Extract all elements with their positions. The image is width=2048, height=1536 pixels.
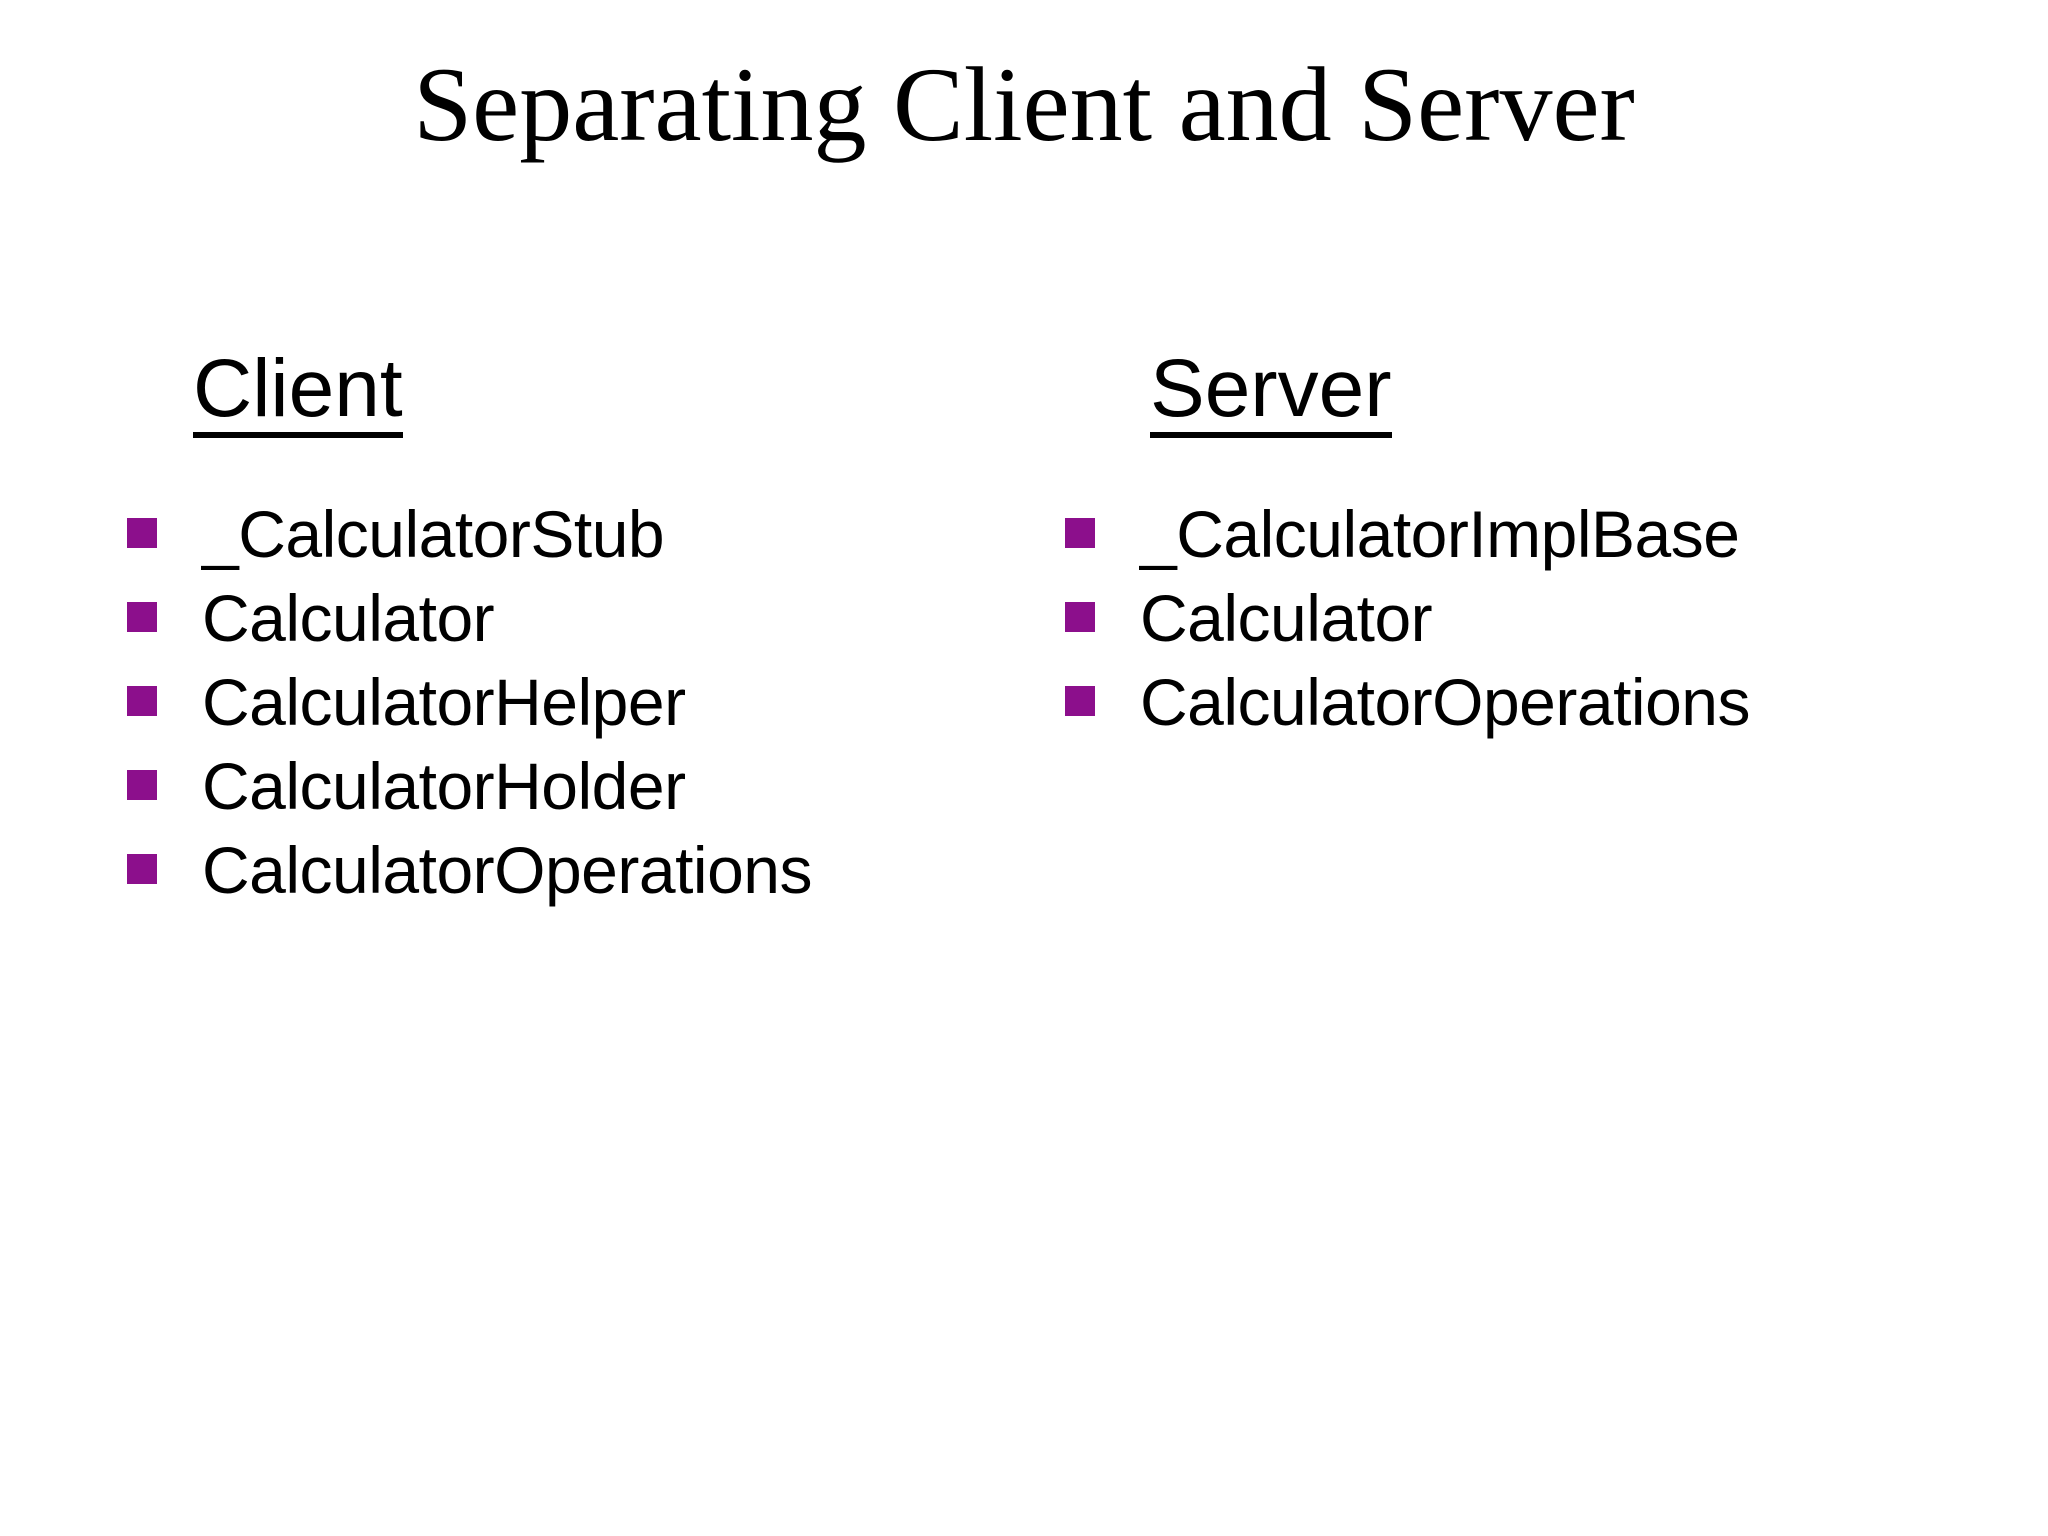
client-column-heading: Client bbox=[193, 348, 403, 438]
list-item-label: CalculatorHelper bbox=[202, 665, 686, 739]
list-item: Calculator bbox=[1065, 576, 1750, 660]
bullet-square-icon bbox=[1065, 686, 1095, 716]
bullet-square-icon bbox=[127, 602, 157, 632]
list-item: CalculatorOperations bbox=[1065, 660, 1750, 744]
server-list: _CalculatorImplBase Calculator Calculato… bbox=[1065, 492, 1750, 744]
list-item-label: _CalculatorImplBase bbox=[1140, 497, 1740, 571]
list-item: CalculatorHolder bbox=[127, 744, 812, 828]
bullet-square-icon bbox=[127, 518, 157, 548]
list-item: Calculator bbox=[127, 576, 812, 660]
client-heading-label: Client bbox=[193, 348, 403, 438]
list-item: CalculatorOperations bbox=[127, 828, 812, 912]
list-item-label: Calculator bbox=[202, 581, 495, 655]
bullet-square-icon bbox=[127, 770, 157, 800]
list-item: _CalculatorImplBase bbox=[1065, 492, 1750, 576]
server-heading-label: Server bbox=[1150, 348, 1392, 438]
list-item: _CalculatorStub bbox=[127, 492, 812, 576]
bullet-square-icon bbox=[127, 854, 157, 884]
list-item-label: _CalculatorStub bbox=[202, 497, 665, 571]
bullet-square-icon bbox=[127, 686, 157, 716]
list-item-label: CalculatorHolder bbox=[202, 749, 686, 823]
list-item-label: CalculatorOperations bbox=[1140, 665, 1750, 739]
list-item-label: Calculator bbox=[1140, 581, 1433, 655]
bullet-square-icon bbox=[1065, 518, 1095, 548]
list-item-label: CalculatorOperations bbox=[202, 833, 812, 907]
bullet-square-icon bbox=[1065, 602, 1095, 632]
slide-title: Separating Client and Server bbox=[413, 46, 1635, 163]
server-column-heading: Server bbox=[1150, 348, 1392, 438]
client-list: _CalculatorStub Calculator CalculatorHel… bbox=[127, 492, 812, 912]
list-item: CalculatorHelper bbox=[127, 660, 812, 744]
